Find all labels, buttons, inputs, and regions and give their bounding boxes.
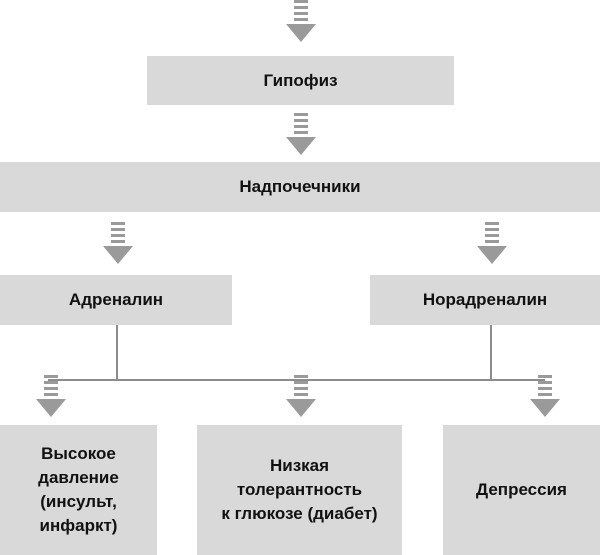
adrenals-label: Надпочечники (239, 177, 361, 196)
low-glucose-tolerance-node: Низкая толерантность к глюкозе (диабет) (197, 425, 402, 555)
pituitary-label: Гипофиз (263, 70, 338, 90)
high-pressure-line-1: Высокое (41, 444, 116, 463)
arrow-to-pituitary (286, 0, 316, 42)
arrow-adrenals-to-noradrenaline (477, 222, 507, 264)
low-glucose-tolerance-line-1: Низкая (269, 456, 330, 475)
high-pressure-line-3: (инсульт, (40, 492, 117, 511)
depression-node: Депрессия (443, 425, 600, 555)
arrow-to-depression (530, 375, 560, 417)
low-glucose-tolerance-line-3: к глюкозе (диабет) (221, 504, 378, 523)
arrow-pituitary-to-adrenals (286, 113, 316, 155)
high-pressure-line-2: давление (38, 468, 119, 487)
low-glucose-tolerance-line-2: толерантность (236, 480, 363, 499)
arrow-to-low-glucose-tolerance (286, 375, 316, 417)
adrenaline-node: Адреналин (0, 275, 232, 325)
noradrenaline-node: Норадреналин (370, 275, 600, 325)
depression-label: Депрессия (476, 480, 567, 499)
adrenals-node: Надпочечники (0, 162, 600, 212)
arrow-adrenals-to-adrenaline (103, 222, 133, 264)
high-pressure-line-4: инфаркт) (39, 516, 118, 535)
adrenaline-label: Адреналин (68, 290, 164, 309)
arrow-to-high-pressure (36, 375, 66, 417)
noradrenaline-label: Норадреналин (422, 290, 548, 309)
high-pressure-node: Высокое давление (инсульт, инфаркт) (0, 425, 157, 555)
pituitary-node: Гипофиз (147, 56, 454, 105)
